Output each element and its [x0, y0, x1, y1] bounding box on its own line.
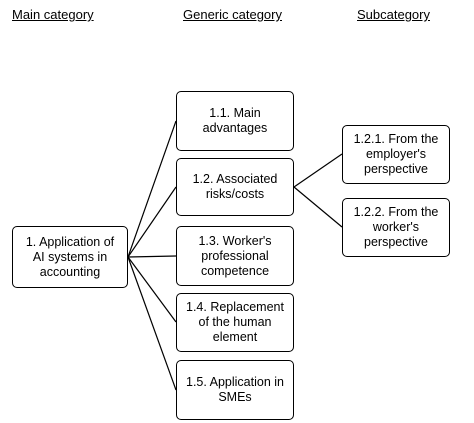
node-replacement-human-label: 1.4. Replacement of the human element — [186, 300, 284, 344]
edge-root-g2 — [127, 186, 177, 258]
node-replacement-human: 1.4. Replacement of the human element — [176, 293, 294, 352]
generic-category-header: Generic category — [183, 7, 282, 22]
edge-g2-s2 — [293, 186, 343, 228]
subcategory-header: Subcategory — [357, 7, 430, 22]
node-worker-competence: 1.3. Worker's professional competence — [176, 226, 294, 286]
node-associated-risks-label: 1.2. Associated risks/costs — [192, 172, 278, 201]
node-application-smes: 1.5. Application in SMEs — [176, 360, 294, 420]
node-associated-risks: 1.2. Associated risks/costs — [176, 158, 294, 216]
node-main-category-label: 1. Application of AI systems in accounti… — [25, 234, 115, 279]
node-employer-perspective-label: 1.2.1. From the employer's perspective — [353, 132, 439, 176]
edge-root-g4 — [127, 256, 177, 323]
edge-root-g1 — [127, 120, 177, 258]
node-main-advantages: 1.1. Main advantages — [176, 91, 294, 151]
edge-g2-s1 — [293, 153, 343, 188]
node-employer-perspective: 1.2.1. From the employer's perspective — [342, 125, 450, 184]
node-main-category: 1. Application of AI systems in accounti… — [12, 226, 128, 288]
edge-root-g3 — [127, 255, 177, 258]
edge-root-g5 — [127, 256, 177, 391]
node-main-advantages-label: 1.1. Main advantages — [202, 106, 268, 135]
node-worker-perspective: 1.2.2. From the worker's perspective — [342, 198, 450, 257]
main-category-header: Main category — [12, 7, 94, 22]
node-worker-competence-label: 1.3. Worker's professional competence — [198, 233, 272, 278]
node-worker-perspective-label: 1.2.2. From the worker's perspective — [353, 205, 439, 249]
node-application-smes-label: 1.5. Application in SMEs — [186, 375, 284, 404]
